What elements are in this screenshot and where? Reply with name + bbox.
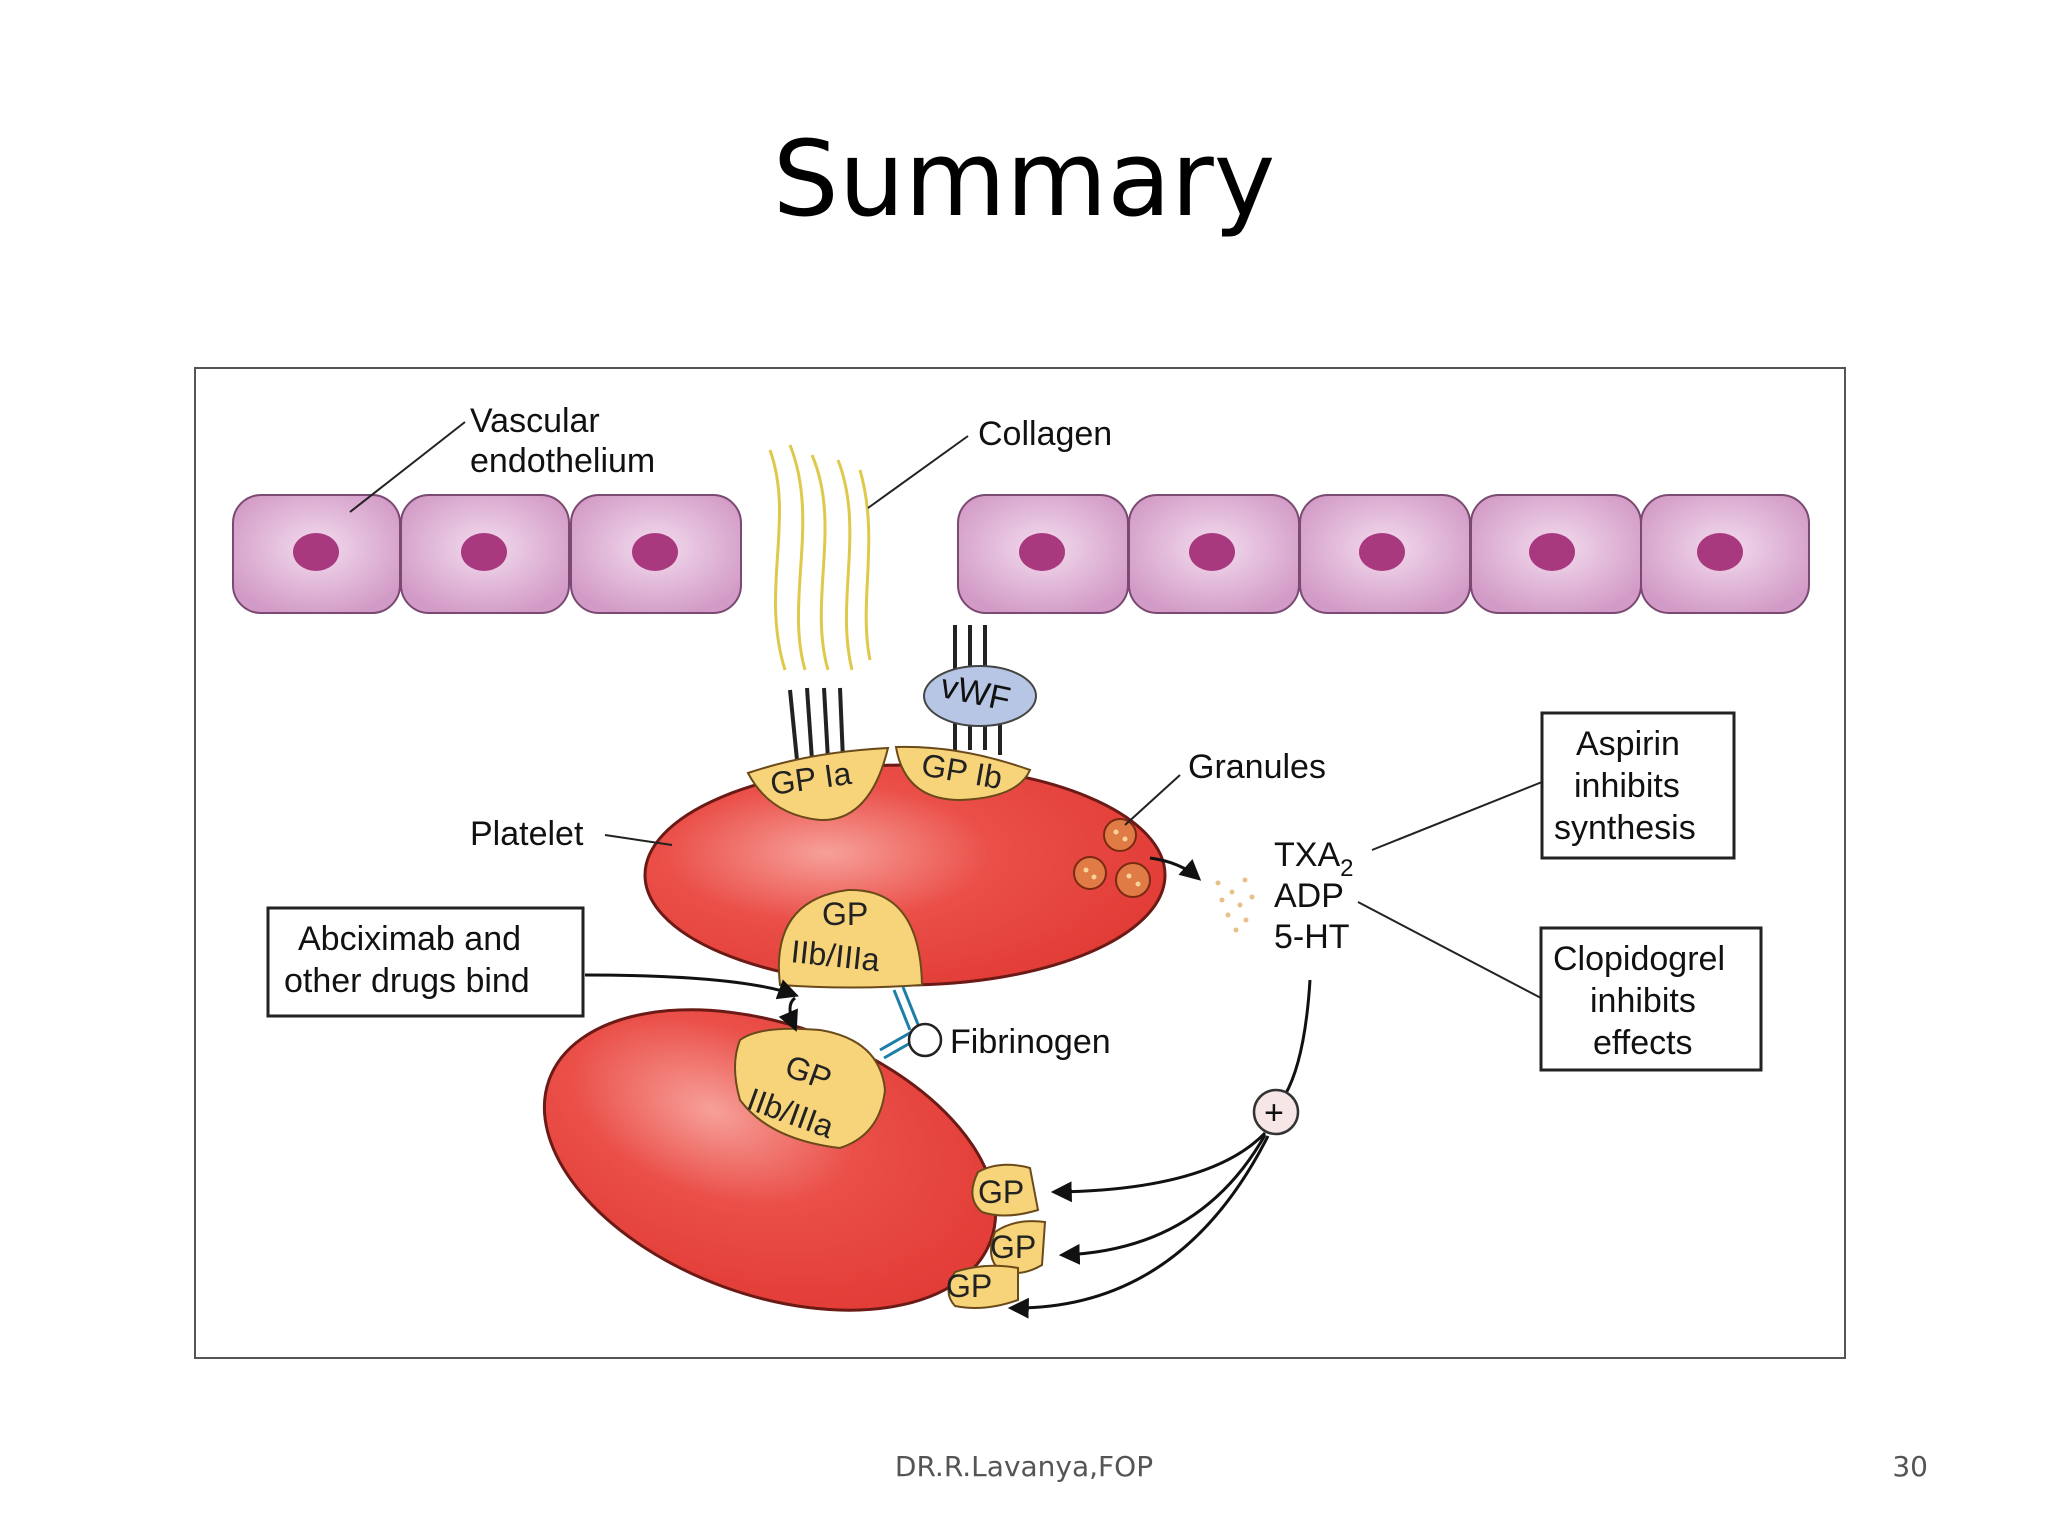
slide-number: 30	[1892, 1450, 1928, 1483]
gp-iib-top-label-1: GP	[822, 896, 868, 932]
cell-nucleus	[1359, 533, 1405, 571]
mediator-line	[1283, 979, 1312, 1096]
feedback-arrow-2	[1058, 1134, 1267, 1265]
plus-node	[1252, 1088, 1300, 1136]
aspirin-pointer	[1371, 781, 1543, 851]
cell-nucleus	[632, 533, 678, 571]
adp-label: ADP	[1274, 877, 1344, 915]
vwf-molecule	[923, 665, 1037, 727]
feedback-arrow-1	[1050, 1131, 1267, 1203]
platelet-label: Platelet	[470, 815, 584, 853]
plus-label: +	[1264, 1094, 1284, 1132]
clopidogrel-box	[1539, 926, 1763, 1072]
granules-label: Granules	[1188, 748, 1326, 786]
vascular-label-line2: endothelium	[470, 442, 655, 480]
vascular-endothelium	[232, 494, 1810, 614]
aspirin-box-line2: inhibits	[1574, 767, 1680, 805]
released-mediator-dots	[1215, 877, 1255, 933]
collagen-fibers	[768, 444, 872, 671]
cell-nucleus	[1189, 533, 1235, 571]
gp-ib-receptor	[894, 745, 1032, 802]
gp-receptor-small-3	[947, 1264, 1019, 1309]
clopidogrel-box-line1: Clopidogrel	[1553, 940, 1725, 978]
fibrinogen-node	[907, 1022, 943, 1058]
clopidogrel-box-line3: effects	[1593, 1024, 1693, 1062]
aspirin-box	[1540, 711, 1736, 860]
abciximab-box-line2: other drugs bind	[284, 962, 530, 1000]
vascular-pointer	[349, 421, 466, 513]
5ht-label: 5-HT	[1274, 918, 1350, 956]
abciximab-arrow-top	[584, 973, 799, 1000]
cell-nucleus	[461, 533, 507, 571]
collagen-pointer	[867, 435, 969, 509]
granules-pointer	[1124, 774, 1181, 826]
aspirin-box-line1: Aspirin	[1576, 725, 1680, 763]
gp-ia-receptor	[746, 746, 890, 822]
cell-nucleus	[1697, 533, 1743, 571]
gp-receptor-small-1	[971, 1163, 1040, 1217]
gp-small-label-3: GP	[946, 1268, 992, 1304]
vascular-label-line1: Vascular	[470, 402, 600, 440]
footer-author: DR.R.Lavanya,FOP	[894, 1450, 1154, 1483]
cell-nucleus	[1529, 533, 1575, 571]
platelet-pointer	[604, 834, 673, 846]
feedback-arrow-3	[1007, 1135, 1270, 1319]
release-arrow	[1149, 856, 1202, 881]
gp-small-label-1: GP	[978, 1174, 1024, 1210]
cell-nucleus	[1019, 533, 1065, 571]
granules	[1073, 818, 1151, 898]
txa2-label: TXA2	[1274, 836, 1353, 882]
collagen-label: Collagen	[978, 415, 1112, 453]
gp-small-label-2: GP	[990, 1229, 1036, 1265]
abciximab-box	[266, 906, 585, 1018]
gp-iib-iiia-receptor-bottom	[734, 1027, 887, 1150]
fibrinogen-label: Fibrinogen	[950, 1023, 1111, 1061]
slide-title: Summary	[772, 118, 1276, 240]
clopidogrel-box-line2: inhibits	[1590, 982, 1696, 1020]
abciximab-box-line1: Abciximab and	[298, 920, 521, 958]
clopidogrel-pointer	[1357, 901, 1542, 999]
gp-iib-iiia-receptor-top	[777, 888, 924, 989]
aspirin-box-line3: synthesis	[1554, 809, 1696, 847]
collagen-binding-strands	[788, 687, 845, 761]
abciximab-arrow-bottom	[778, 996, 798, 1032]
gp-receptor-small-2	[990, 1220, 1047, 1275]
cell-nucleus	[293, 533, 339, 571]
